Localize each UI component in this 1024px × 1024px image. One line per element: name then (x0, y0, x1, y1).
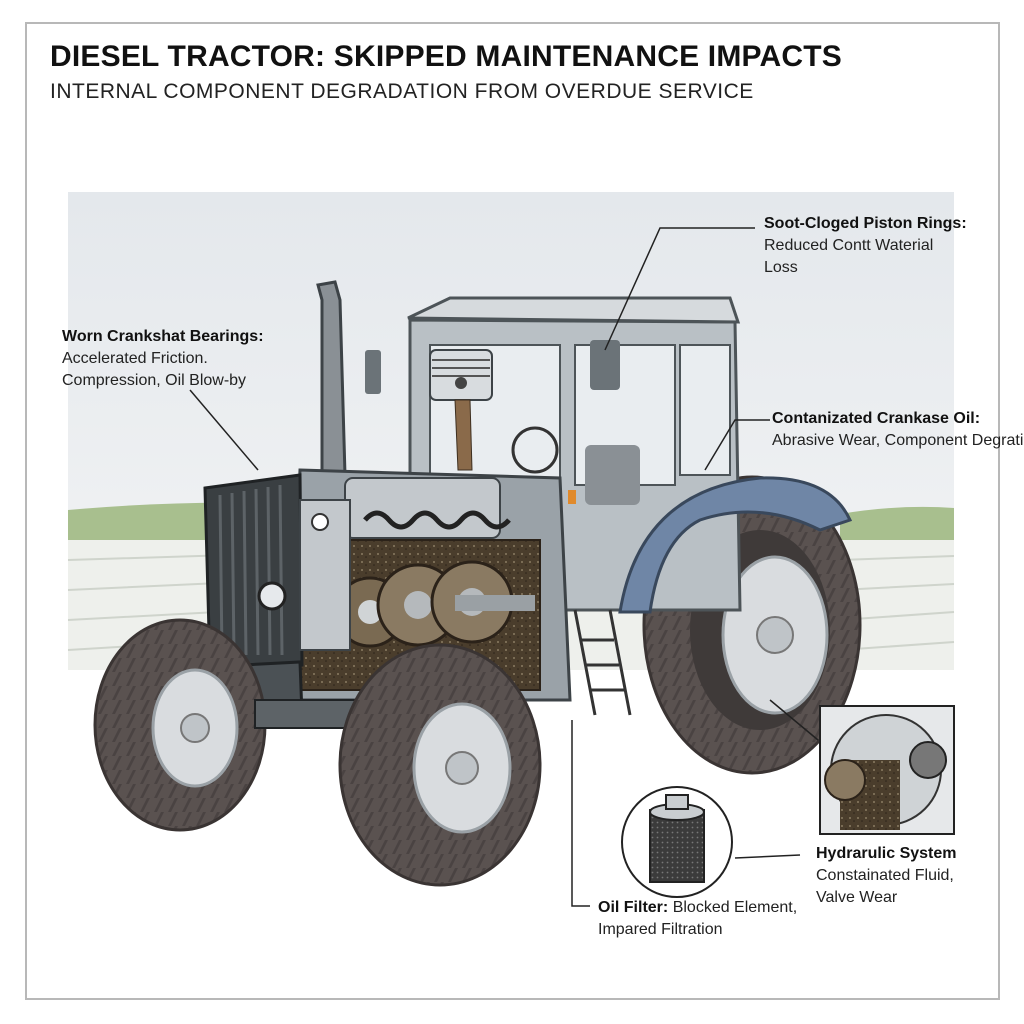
rear-fender (618, 476, 853, 614)
oil-filter-inset (621, 786, 733, 898)
callout-text: Reduced Contt Waterial (764, 237, 934, 254)
callout-leader-lines (189, 227, 819, 907)
callout-text: Accelerated Friction. (62, 350, 208, 367)
callout-text: Blocked Element, (672, 899, 798, 916)
callout-text: Valve Wear (816, 889, 898, 906)
callout-text: Compression, Oil Blow-by (62, 372, 247, 389)
engine-cutaway (334, 510, 535, 648)
callout-heading: Oil Filter: (598, 899, 669, 916)
callout-text: Abrasive Wear, Component Degratio (772, 432, 1024, 449)
callout-heading: Contanizated Crankase Oil: (772, 410, 981, 427)
callout-text: Constainated Fluid, (816, 867, 954, 884)
cab-ladder (573, 609, 632, 716)
callout-oil-filter: Oil Filter: Blocked Element, Impared Fil… (598, 897, 797, 941)
callout-crankshaft-bearings: Worn Crankshat Bearings: Accelerated Fri… (62, 326, 264, 392)
piston-cutaway (429, 349, 493, 471)
exhaust-stack (316, 280, 347, 477)
callout-text: Impared Filtration (598, 921, 723, 938)
callout-heading: Worn Crankshat Bearings: (62, 328, 264, 345)
callout-text: Loss (764, 259, 798, 276)
callout-heading: Soot-Cloged Piston Rings: (764, 215, 967, 232)
callout-heading: Hydrarulic System (816, 845, 957, 862)
front-wheel-right (338, 643, 542, 887)
front-wheel-left (93, 618, 267, 832)
callout-hydraulic-system: Hydrarulic System Constainated Fluid, Va… (816, 843, 957, 909)
diagram-title: DIESEL TRACTOR: SKIPPED MAINTENANCE IMPA… (50, 40, 842, 73)
callout-crankcase-oil: Contanizated Crankase Oil: Abrasive Wear… (772, 408, 1024, 452)
hydraulic-system-inset (819, 705, 955, 835)
callout-first-line: Oil Filter: Blocked Element, (598, 897, 797, 919)
callout-piston-rings: Soot-Cloged Piston Rings: Reduced Contt … (764, 213, 967, 279)
diagram-subtitle: INTERNAL COMPONENT DEGRADATION FROM OVER… (50, 80, 754, 103)
